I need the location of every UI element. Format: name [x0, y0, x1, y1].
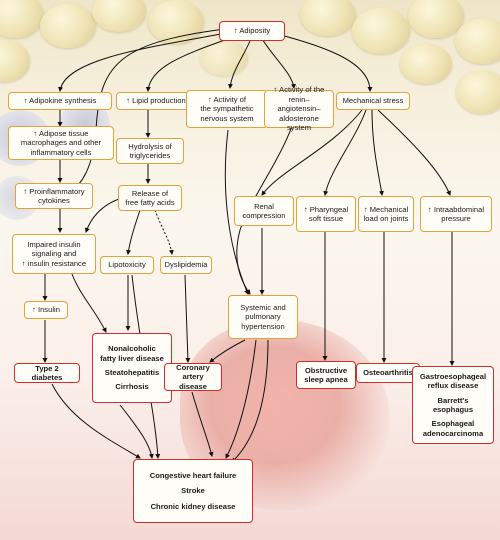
outcome-gastrointestinal: Gastroesophageal reflux disease Barrett'… [412, 366, 494, 444]
outcome-liver-disease: Nonalcoholic fatty liver disease Steatoh… [92, 333, 172, 403]
gi-item-gerd: Gastroesophageal reflux disease [419, 371, 487, 391]
node-lipid-production: ↑ Lipid production [116, 92, 196, 110]
arrow-hypertension-chf1 [225, 339, 257, 459]
node-mechanical-stress: Mechanical stress [336, 92, 410, 110]
node-raas-activity: ↑ Activity of the renin–angiotensin– ald… [264, 85, 334, 132]
liver-item-steatohepatitis: Steatohepatitis [104, 368, 160, 377]
outcome-cardio-renal: Congestive heart failure Stroke Chronic … [133, 459, 253, 523]
arrow-mech-pharyngeal [323, 109, 367, 196]
cardio-item-chf: Congestive heart failure [149, 470, 237, 480]
arrow-ffa-dyslipidemia [154, 209, 174, 255]
arrow-hypertension-chf2 [231, 339, 269, 463]
node-proinflammatory-cytokines: ↑ Proinflammatory cytokines [15, 183, 93, 209]
arrow-cad-chf [191, 391, 214, 457]
arrow-liver-chf [119, 404, 154, 459]
fat-cell-11 [456, 70, 500, 114]
node-insulin: ↑ Insulin [24, 301, 68, 319]
arrow-ffa-lipotoxicity [126, 209, 141, 255]
cardio-item-ckd: Chronic kidney disease [150, 501, 236, 511]
fat-cell-10 [400, 44, 452, 84]
fat-cell-2 [40, 4, 96, 48]
fat-cell-5 [300, 0, 356, 36]
node-adiposity: ↑ Adiposity [219, 21, 285, 41]
arrow-hypertension-cad [209, 339, 246, 363]
fat-cell-8 [455, 18, 500, 64]
node-free-fatty-acids: Release of free fatty acids [118, 185, 182, 211]
node-adipose-macrophages: ↑ Adipose tissue macrophages and other i… [8, 126, 114, 160]
arrow-mech-joints [371, 109, 384, 196]
liver-item-nafld: Nonalcoholic fatty liver disease [100, 344, 164, 363]
outcome-type-2-diabetes: Type 2 diabetes [14, 363, 80, 383]
node-pharyngeal-soft-tissue: ↑ Pharyngeal soft tissue [296, 196, 356, 232]
fat-cell-4 [148, 0, 204, 44]
fat-cell-6 [352, 8, 410, 54]
outcome-osteoarthritis: Osteoarthritis [356, 363, 420, 383]
node-adipokine-synthesis: ↑ Adipokine synthesis [8, 92, 112, 110]
node-insulin-resistance: Impaired insulin signaling and ↑ insulin… [12, 234, 96, 274]
outcome-coronary-artery-disease: Coronary artery disease [164, 363, 222, 391]
cardio-item-stroke: Stroke [181, 486, 205, 496]
arrow-insulinres-liver [71, 273, 107, 333]
arrow-dyslipidemia-cad [184, 274, 191, 363]
arrow-mech-abdominal [377, 109, 451, 196]
arrow-ffa-insulinres [84, 197, 123, 233]
node-renal-compression: Renal compression [234, 196, 294, 226]
liver-item-cirrhosis: Cirrhosis [115, 382, 149, 392]
gi-item-barretts: Barrett's esophagus [432, 395, 474, 414]
node-lipotoxicity: Lipotoxicity [100, 256, 154, 274]
gi-item-adenocarcinoma: Esophageal adenocarcinoma [422, 419, 484, 438]
arrow-mech-renal [261, 109, 363, 196]
arrow-raas-hypertension [236, 125, 293, 295]
outcome-obstructive-sleep-apnea: Obstructive sleep apnea [296, 361, 356, 389]
fat-cell-7 [408, 0, 464, 38]
node-hydrolysis: Hydrolysis of triglycerides [116, 138, 184, 164]
node-hypertension: Systemic and pulmonary hypertension [228, 295, 298, 339]
node-mechanical-load-joints: ↑ Mechanical load on joints [358, 196, 414, 232]
node-sympathetic-activity: ↑ Activity of the sympathetic nervous sy… [186, 90, 268, 128]
arrow-sympathetic-hypertension [224, 129, 249, 295]
node-intraabdominal-pressure: ↑ Intraabdominal pressure [420, 196, 492, 232]
node-dyslipidemia: Dyslipidemia [160, 256, 212, 274]
arrow-t2d-chf [51, 383, 141, 459]
